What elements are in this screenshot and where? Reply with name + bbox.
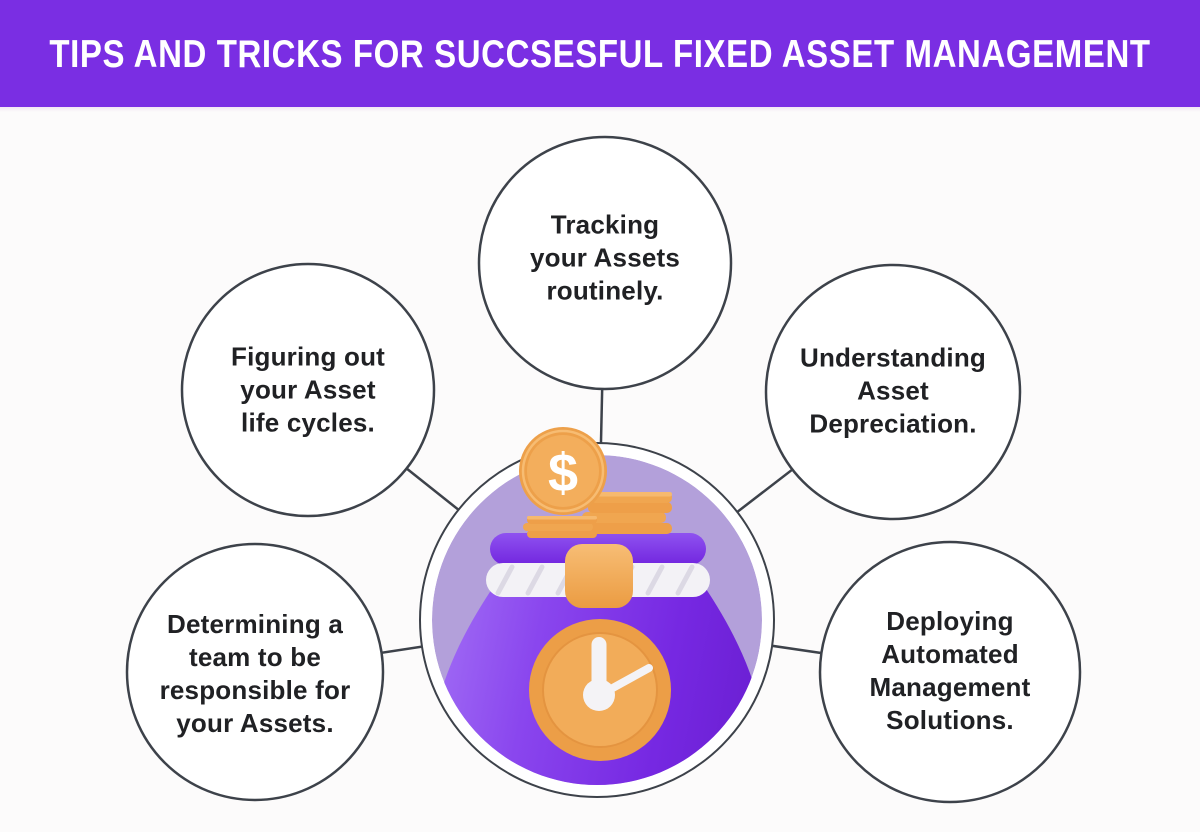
diagram: $ [125,135,1082,804]
label-line: your Asset [240,374,376,405]
label-line: responsible for [159,675,351,705]
node-circle-lower-right [818,540,1082,804]
node-label-top: Tracking your Assets routinely. [480,209,730,308]
node-label-upper-left: Figuring out your Asset life cycles. [183,341,433,440]
label-line: Deploying [886,606,1014,636]
label-line: Depreciation. [809,408,977,439]
dollar-coin-icon: $ [519,427,607,515]
label-line: Automated [881,639,1019,669]
money-bag-clasp [565,544,633,608]
page-title: TIPS AND TRICKS FOR SUCCSESFUL FIXED ASS… [49,31,1151,75]
clock-icon [529,619,671,761]
node-circle-top [477,135,733,391]
banner-edge-shadow [0,107,1200,112]
label-line: Figuring out [230,341,386,372]
label-line: your Assets [529,242,681,273]
header-banner: TIPS AND TRICKS FOR SUCCSESFUL FIXED ASS… [0,0,1200,107]
label-line: Solutions. [886,705,1014,735]
dollar-symbol: $ [548,443,578,503]
node-circle-upper-left [180,262,436,518]
node-circles [125,135,1082,804]
label-line: Determining a [167,609,343,639]
node-label-lower-right: Deploying Automated Management Solutions… [825,605,1075,737]
node-label-upper-right: Understanding Asset Depreciation. [768,342,1018,441]
label-line: your Assets. [176,708,334,738]
label-line: life cycles. [241,407,375,438]
coin-stack-left [523,516,597,538]
coin-stack-right [582,492,672,534]
label-line: Tracking [550,209,660,240]
label-line: Asset [857,375,929,406]
node-label-lower-left: Determining a team to be responsible for… [130,608,380,740]
label-line: Management [869,672,1031,702]
label-line: team to be [188,642,322,672]
node-circle-upper-right [764,263,1022,521]
label-line: routinely. [546,275,664,306]
coin-stacks: $ [519,427,672,538]
label-line: Understanding [799,342,987,373]
node-circle-lower-left [125,542,385,802]
